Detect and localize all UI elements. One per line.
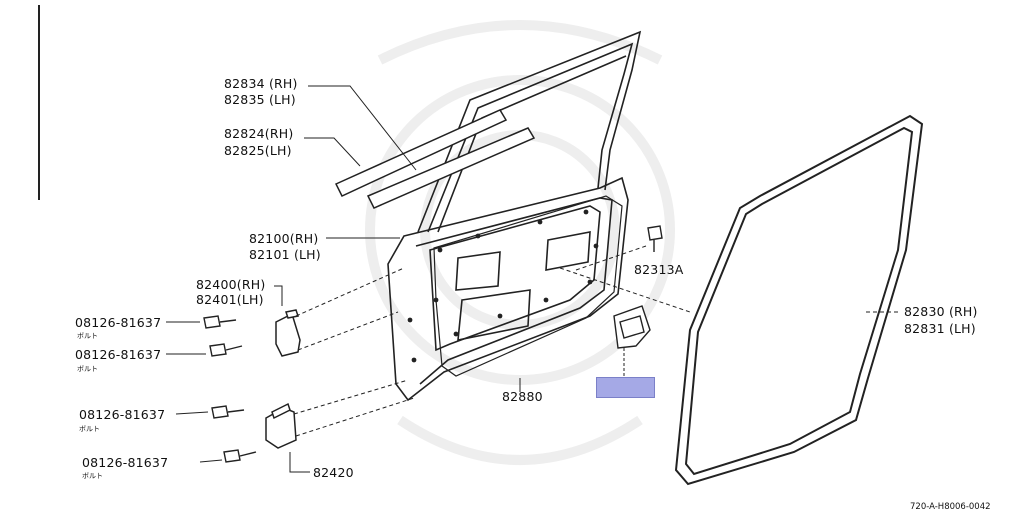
bolt-label-4: 08126-81637 [82,455,169,470]
door-check-bracket [613,305,651,349]
bolt-note-2: ボルト [77,365,98,373]
bolt-note-4: ボルト [82,472,103,480]
bolt-note-3: ボルト [79,425,100,433]
bolt-drawings [203,315,257,463]
part-label-82831: 82831 (LH) [904,321,976,336]
lower-hinge [265,402,297,449]
weatherstrip-seal [674,114,924,486]
part-label-82313a: 82313A [634,262,684,277]
leader-lines [166,85,521,473]
part-label-82834: 82834 (RH) [224,76,298,91]
part-label-82101: 82101 (LH) [249,247,321,262]
part-label-82835: 82835 (LH) [224,92,296,107]
part-label-82825: 82825(LH) [224,143,292,158]
assembly-dashed-lines [293,245,898,437]
bolt-label-1: 08126-81637 [75,315,162,330]
part-label-82824: 82824(RH) [224,126,294,141]
part-label-82400: 82400(RH) [196,277,266,292]
service-hole-cover-outline [433,195,623,377]
upper-hinge [275,309,301,357]
bolt-label-3: 08126-81637 [79,407,166,422]
bolt-note-1: ボルト [77,332,98,340]
part-label-82401: 82401(LH) [196,292,264,307]
panel-holes [407,209,599,363]
part-label-82420: 82420 [313,465,354,480]
part-label-82830: 82830 (RH) [904,304,978,319]
part-callout-highlight[interactable] [596,377,655,398]
clip-82313a-drawing [647,225,663,252]
bolt-label-2: 08126-81637 [75,347,162,362]
part-label-82880: 82880 [502,389,543,404]
part-label-82100: 82100(RH) [249,231,319,246]
run-channel-upper [334,109,536,209]
figure-code: 720-A-H8006-0042 [910,502,991,512]
